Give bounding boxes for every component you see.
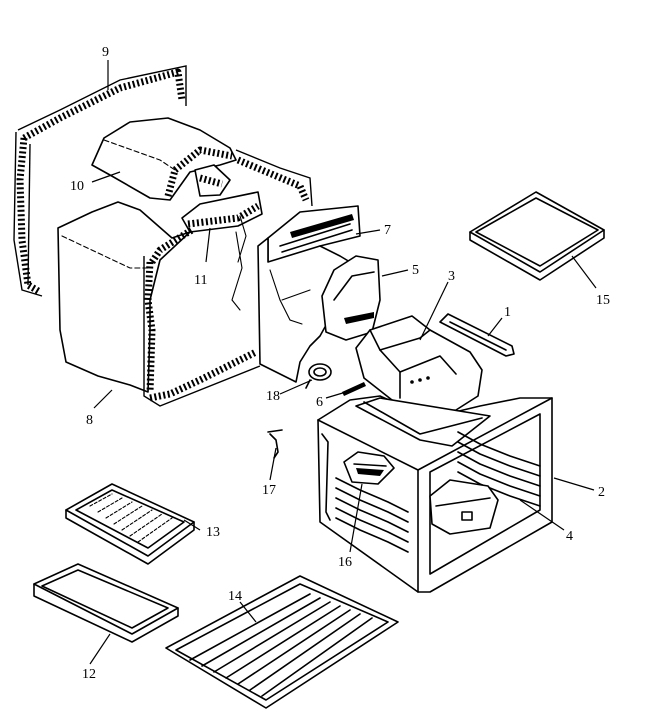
label-1: 1 [504,305,511,320]
burner-box-part [355,315,483,413]
bar-part [439,313,515,357]
label-4: 4 [566,529,573,544]
part-labels: 9 10 11 8 7 5 3 1 6 18 17 16 2 4 15 13 1… [70,45,610,682]
side-insulation-part [57,201,261,407]
clip-part [342,382,366,396]
label-14: 14 [228,589,242,604]
side-rack-ribs [335,431,541,553]
inner-box-part [429,479,499,535]
label-3: 3 [448,269,455,284]
top-insulation-part [91,117,313,207]
label-13: 13 [206,525,220,540]
insulation-strip-part [181,191,263,311]
label-5: 5 [412,263,419,278]
label-18: 18 [266,389,280,404]
drip-tray-part [469,191,605,281]
grill-pan-part [65,483,195,565]
label-17: 17 [262,483,276,498]
label-15: 15 [596,293,610,308]
label-16: 16 [338,555,352,570]
heat-shield-part [321,255,381,341]
label-9: 9 [102,45,109,60]
label-6: 6 [316,395,323,410]
label-11: 11 [194,273,207,288]
leader-lines [89,60,597,665]
sensor-part [305,363,332,389]
grill-slots [89,493,173,543]
broiler-pan-part [33,563,179,643]
label-2: 2 [598,485,605,500]
element-bracket-part [343,451,395,485]
label-8: 8 [86,413,93,428]
rear-insulation-part [13,65,187,297]
label-10: 10 [70,179,84,194]
label-7: 7 [384,223,391,238]
oven-rack-part [165,575,399,709]
small-clip-part [267,429,283,459]
rack-wires [189,593,373,697]
label-12: 12 [82,667,96,682]
